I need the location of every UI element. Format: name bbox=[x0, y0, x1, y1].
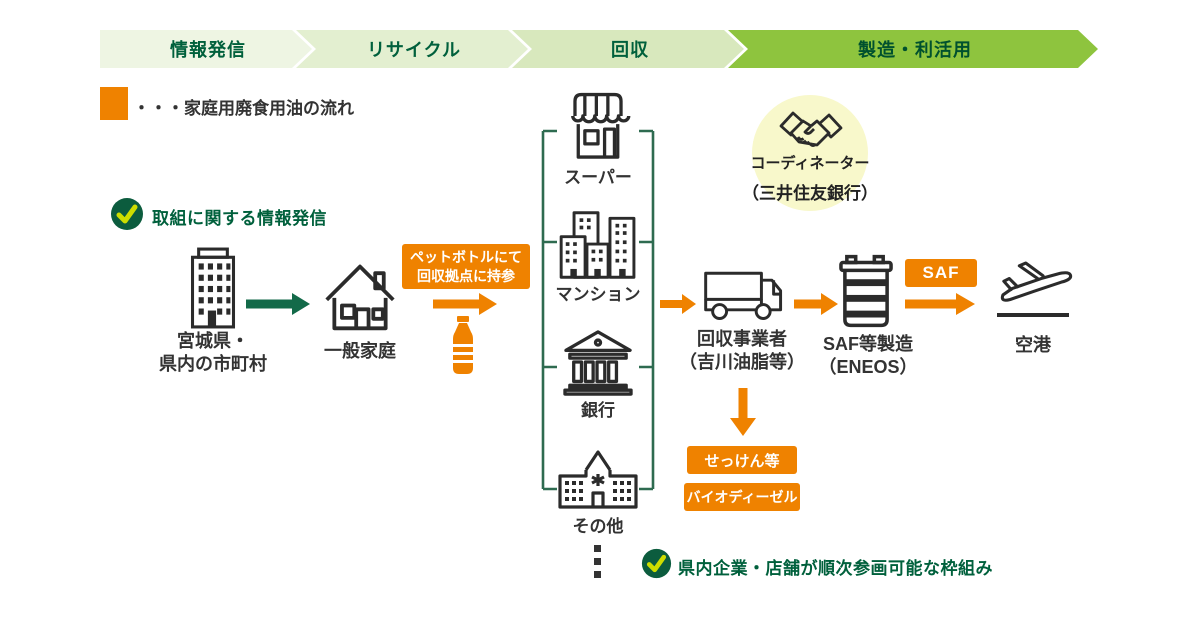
stage-label: リサイクル bbox=[366, 40, 462, 60]
manufacturer-label: SAF等製造 （ENEOS） bbox=[818, 334, 918, 377]
ellipsis-dots bbox=[594, 545, 601, 579]
framework-note: 県内企業・店舗が順次参画可能な枠組み bbox=[678, 559, 993, 578]
arrow-down-icon bbox=[730, 388, 756, 436]
drum-icon bbox=[839, 254, 893, 328]
legend-label: ・・・家庭用廃食用油の流れ bbox=[133, 99, 354, 118]
government-label: 宮城県・ 県内の市町村 bbox=[159, 331, 267, 374]
household-label: 一般家庭 bbox=[324, 341, 396, 361]
pet-bottle-icon bbox=[452, 316, 474, 374]
apartment-icon bbox=[559, 211, 636, 279]
collection-point-label: スーパー bbox=[564, 168, 632, 187]
stage-info: 情報発信 bbox=[100, 30, 312, 68]
arrow-right-icon bbox=[246, 293, 310, 315]
stage-collection: 回収 bbox=[512, 30, 744, 68]
truck-icon bbox=[704, 271, 783, 320]
building-icon bbox=[190, 247, 236, 329]
house-icon bbox=[325, 264, 395, 331]
stage-label: 回収 bbox=[611, 40, 649, 60]
coordinator-circle bbox=[752, 95, 868, 211]
collection-point-label: その他 bbox=[572, 517, 624, 536]
byproduct-biodiesel: バイオディーゼル bbox=[684, 483, 800, 511]
stage-label: 製造・利活用 bbox=[858, 40, 972, 60]
arrow-right-icon bbox=[433, 293, 497, 315]
saf-tag: SAF bbox=[905, 259, 977, 287]
coordinator-title: コーディネーター bbox=[750, 155, 870, 172]
ground-line bbox=[997, 313, 1069, 317]
handshake-icon bbox=[779, 111, 843, 147]
stage-recycle: リサイクル bbox=[296, 30, 528, 68]
airplane-icon bbox=[1000, 261, 1073, 302]
arrow-right-icon bbox=[794, 293, 838, 315]
arrow-right-icon bbox=[905, 293, 975, 315]
collection-bracket bbox=[541, 129, 655, 491]
arrow-right-icon bbox=[660, 294, 696, 314]
airport-label: 空港 bbox=[1015, 335, 1051, 355]
collector-label: 回収事業者 （吉川油脂等） bbox=[679, 329, 805, 372]
legend-swatch bbox=[100, 87, 128, 120]
byproduct-soap: せっけん等 bbox=[687, 446, 797, 474]
stage-manufacture: 製造・利活用 bbox=[728, 30, 1098, 68]
bring-note-box: ペットボトルにて 回収拠点に持参 bbox=[402, 244, 530, 289]
school-icon bbox=[558, 450, 638, 509]
bank-icon bbox=[563, 330, 633, 396]
check-icon bbox=[641, 548, 672, 579]
stage-label: 情報発信 bbox=[170, 40, 246, 60]
collection-point-label: 銀行 bbox=[581, 401, 615, 420]
store-icon bbox=[571, 92, 631, 159]
collection-point-label: マンション bbox=[555, 285, 641, 304]
coordinator-org: （三井住友銀行） bbox=[742, 184, 878, 203]
check-icon bbox=[111, 198, 143, 230]
info-note: 取組に関する情報発信 bbox=[152, 209, 327, 228]
